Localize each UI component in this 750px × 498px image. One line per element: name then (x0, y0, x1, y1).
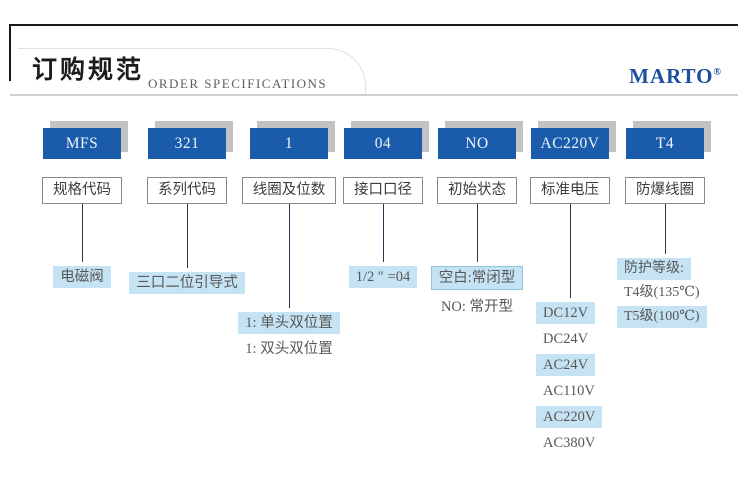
field-label-series-code: 系列代码 (147, 177, 227, 204)
note-item: 空白:常闭型 (430, 266, 524, 290)
spec-column-initial-state: NO 初始状态 空白:常闭型 NO: 常开型 (407, 121, 547, 324)
voltage-option: AC110V (543, 383, 595, 399)
note-item: NO: 常开型 (440, 299, 514, 315)
field-label-initial-state: 初始状态 (437, 177, 517, 204)
connector-line (186, 204, 188, 268)
code-box-wrap: 321 (148, 121, 233, 159)
voltage-option: DC24V (543, 331, 589, 347)
code-box-wrap: MFS (43, 121, 128, 159)
voltage-option: AC220V (536, 406, 603, 428)
brand-logo: MARTO® (629, 64, 722, 89)
notes-spec-code: 电磁阀 (53, 266, 111, 292)
connector-line (569, 204, 571, 298)
note-item: 防护等级: (617, 258, 691, 280)
note-item: 电磁阀 (53, 266, 111, 288)
voltage-option: DC12V (536, 302, 596, 324)
field-label-coil-positions: 线圈及位数 (241, 177, 337, 204)
code-value-ac220v: AC220V (531, 128, 609, 159)
top-rule (10, 24, 738, 26)
note-item: 1: 单头双位置 (238, 312, 340, 334)
code-box-wrap: T4 (626, 121, 711, 159)
code-box-wrap: 04 (344, 121, 429, 159)
note-item: T4级(135℃) (624, 285, 700, 300)
code-box-wrap: NO (438, 121, 523, 159)
brand-name: MARTO (629, 64, 714, 88)
notes-voltage-list: DC12V DC24V AC24V AC110V AC220V AC380V (536, 302, 603, 458)
page-subtitle: ORDER SPECIFICATIONS (148, 76, 328, 91)
connector-line (476, 204, 478, 262)
connector-line (288, 204, 290, 308)
notes-protection-grade: 防护等级: T4级(135℃) T5级(100℃) (617, 258, 707, 330)
code-value-mfs: MFS (43, 128, 121, 159)
page-title: 订购规范 (32, 57, 145, 84)
connector-line (382, 204, 384, 262)
code-value-no: NO (438, 128, 516, 159)
spec-column-explosion-proof: T4 防爆线圈 防护等级: T4级(135℃) T5级(100℃) (595, 121, 735, 330)
code-value-1: 1 (250, 128, 328, 159)
voltage-option: AC380V (543, 435, 596, 451)
spec-column-series: 321 系列代码 三口二位引导式 (117, 121, 257, 298)
code-value-321: 321 (148, 128, 226, 159)
notes-series-code: 三口二位引导式 (129, 272, 245, 298)
code-box-wrap: AC220V (531, 121, 616, 159)
field-label-spec-code: 规格代码 (42, 177, 122, 204)
note-item: 三口二位引导式 (129, 272, 245, 294)
spec-column-coil: 1 线圈及位数 1: 单头双位置 1: 双头双位置 (219, 121, 359, 364)
connector-line (81, 204, 83, 262)
code-box-wrap: 1 (250, 121, 335, 159)
notes-initial-state: 空白:常闭型 NO: 常开型 (430, 266, 524, 324)
header-divider (10, 94, 738, 96)
registered-mark: ® (713, 67, 722, 78)
spec-column-voltage: AC220V 标准电压 DC12V DC24V AC24V AC110V AC2… (500, 121, 640, 458)
spec-column-mfs: MFS 规格代码 电磁阀 (12, 121, 152, 292)
field-label-voltage: 标准电压 (530, 177, 610, 204)
connector-line (664, 204, 666, 254)
field-label-explosion-proof-coil: 防爆线圈 (625, 177, 705, 204)
field-label-port-size: 接口口径 (343, 177, 423, 204)
note-item: 1: 双头双位置 (245, 341, 333, 357)
left-rule (9, 24, 11, 81)
notes-port-size: 1/2 ″ =04 (348, 266, 418, 292)
spec-column-port-size: 04 接口口径 1/2 ″ =04 (313, 121, 453, 292)
code-value-t4: T4 (626, 128, 704, 159)
voltage-option: AC24V (536, 354, 596, 376)
notes-coil-positions: 1: 单头双位置 1: 双头双位置 (238, 312, 340, 364)
note-item: 1/2 ″ =04 (348, 266, 418, 288)
note-item: T5级(100℃) (617, 306, 707, 328)
code-value-04: 04 (344, 128, 422, 159)
